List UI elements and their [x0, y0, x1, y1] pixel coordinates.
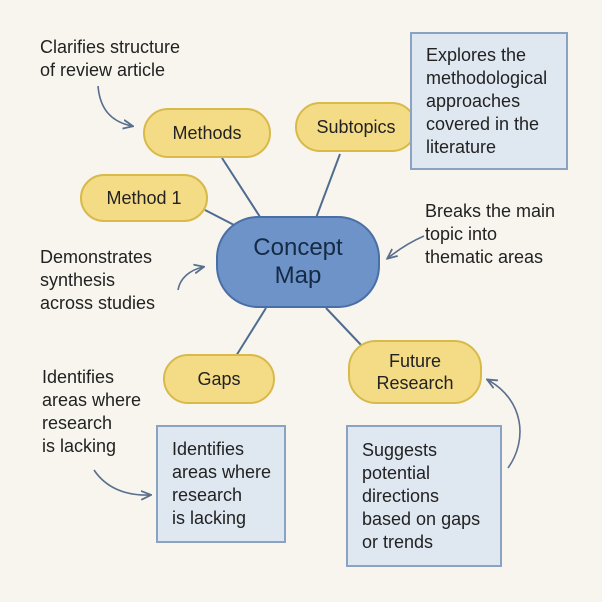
node-methods-label: Methods [172, 123, 242, 143]
box-identifies: Identifies areas where research is lacki… [156, 425, 286, 543]
node-future-research: Future Research [348, 340, 482, 404]
node-methods: Methods [143, 108, 271, 158]
arrow-identifies [93, 469, 150, 495]
node-concept-map-label: Concept Map [253, 234, 343, 289]
note-clarifies: Clarifies structure of review article [40, 37, 181, 80]
arrow-breaks [388, 235, 425, 258]
node-subtopics-label: Subtopics [316, 117, 396, 137]
node-gaps: Gaps [163, 354, 275, 404]
box-suggests-text: Suggests potential directions based on g… [362, 439, 481, 552]
box-suggests: Suggests potential directions based on g… [346, 425, 502, 567]
box-identifies-text: Identifies areas where research is lacki… [172, 439, 272, 528]
note-identifies: Identifies areas where research is lacki… [42, 367, 142, 456]
node-gaps-label: Gaps [197, 369, 241, 389]
link-subtopics [315, 153, 341, 219]
link-gaps [235, 307, 267, 357]
link-methods [221, 157, 263, 221]
arrow-clarifies [97, 85, 132, 126]
box-explores: Explores the methodological approaches c… [410, 32, 568, 170]
node-future-research-label: Future Research [376, 351, 454, 393]
arrow-suggests [488, 380, 521, 469]
link-future [325, 307, 363, 347]
node-method-1-label: Method 1 [106, 188, 182, 208]
note-breaks: Breaks the main topic into thematic area… [425, 201, 556, 267]
note-demonstrates: Demonstrates synthesis across studies [40, 247, 156, 313]
node-concept-map: Concept Map [216, 216, 380, 308]
node-method-1: Method 1 [80, 174, 208, 222]
box-explores-text: Explores the methodological approaches c… [426, 44, 548, 157]
arrow-demonstrates [177, 267, 203, 291]
link-method1 [204, 209, 237, 227]
node-subtopics: Subtopics [295, 102, 417, 152]
